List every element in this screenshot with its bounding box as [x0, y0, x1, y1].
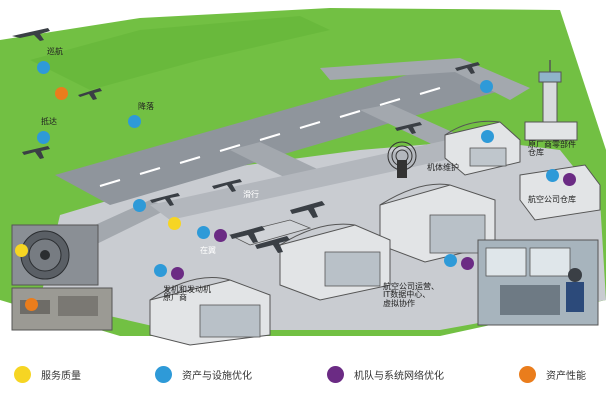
legend-dot-asset-performance [519, 365, 536, 383]
legend-label: 资产性能 [546, 370, 586, 382]
indicator-dot-asset-facility [133, 199, 146, 212]
indicator-dot-asset-performance [25, 298, 38, 311]
main-runway [55, 60, 520, 205]
label-arrival: 抵达 [41, 117, 57, 126]
hangar-icon [444, 120, 521, 176]
legend: 服务质量 资产与设施优化 机队与系统网络优化 资产性能 [0, 346, 606, 404]
legend-label: 机队与系统网络优化 [354, 370, 444, 382]
label-airline-warehouse: 航空公司仓库 [528, 195, 576, 204]
label-taxi: 滑行 [243, 190, 259, 199]
indicator-dot-asset-facility [444, 254, 457, 267]
legend-label: 资产与设施优化 [182, 370, 252, 382]
indicator-dot-asset-facility [481, 130, 494, 143]
airplane-icon [78, 88, 102, 100]
indicator-dot-fleet-network [461, 257, 474, 270]
indicator-dot-asset-facility [37, 61, 50, 74]
indicator-dot-asset-facility [480, 80, 493, 93]
indicator-dot-service-quality [168, 217, 181, 230]
airplane-icon [395, 122, 422, 134]
airplane-icon [22, 146, 50, 159]
indicator-dot-fleet-network [171, 267, 184, 280]
label-engine-factory: 发机和发动机 原厂商 [163, 285, 211, 303]
legend-item-fleet-network: 机队与系统网络优化 [327, 363, 444, 385]
indicator-dot-asset-facility [197, 226, 210, 239]
legend-label: 服务质量 [41, 370, 81, 382]
indicator-dot-asset-performance [55, 87, 68, 100]
indicator-dot-asset-facility [128, 115, 141, 128]
operator-icon [477, 239, 599, 326]
runway-centerline [99, 87, 441, 187]
label-maintenance: 机体维护 [427, 163, 459, 172]
taxiway-parallel [150, 135, 500, 220]
hangar-center-right [379, 183, 496, 263]
terminal-building [228, 219, 391, 301]
legend-item-asset-facility: 资产与设施优化 [155, 363, 252, 385]
label-cruise: 巡航 [47, 47, 63, 56]
hangar-front-left [149, 277, 271, 346]
indicator-dot-asset-facility [37, 131, 50, 144]
legend-dot-service-quality [14, 365, 31, 383]
indicator-dot-service-quality [15, 244, 28, 257]
jet-engine-icon [11, 224, 99, 286]
grass-shade [30, 16, 330, 90]
legend-item-asset-performance: 资产性能 [519, 363, 586, 385]
indicator-dot-fleet-network [563, 173, 576, 186]
legend-item-service-quality: 服务质量 [14, 363, 81, 385]
indicator-dot-asset-facility [154, 264, 167, 277]
airplane-icon [230, 201, 325, 253]
signal-tower-icon [387, 141, 417, 178]
airplane-icon [212, 179, 242, 192]
legend-dot-asset-facility [155, 365, 172, 383]
indicator-dot-fleet-network [214, 229, 227, 242]
warehouse-building [519, 164, 601, 221]
label-operations: 航空公司运营、 IT数据中心、 虚拟协作 [383, 282, 439, 308]
label-landing: 降落 [138, 102, 154, 111]
legend-dot-fleet-network [327, 365, 344, 383]
label-at-gate: 在翼 [200, 246, 216, 255]
taxiway-north [320, 58, 530, 100]
airplane-icon [150, 193, 180, 206]
label-oem-parts-warehouse: 原厂商零部件 仓库 [528, 140, 576, 158]
control-tower-icon [524, 60, 578, 141]
indicator-dot-asset-facility [546, 169, 559, 182]
airplane-icon [455, 62, 480, 74]
airplane-icon [12, 28, 50, 41]
